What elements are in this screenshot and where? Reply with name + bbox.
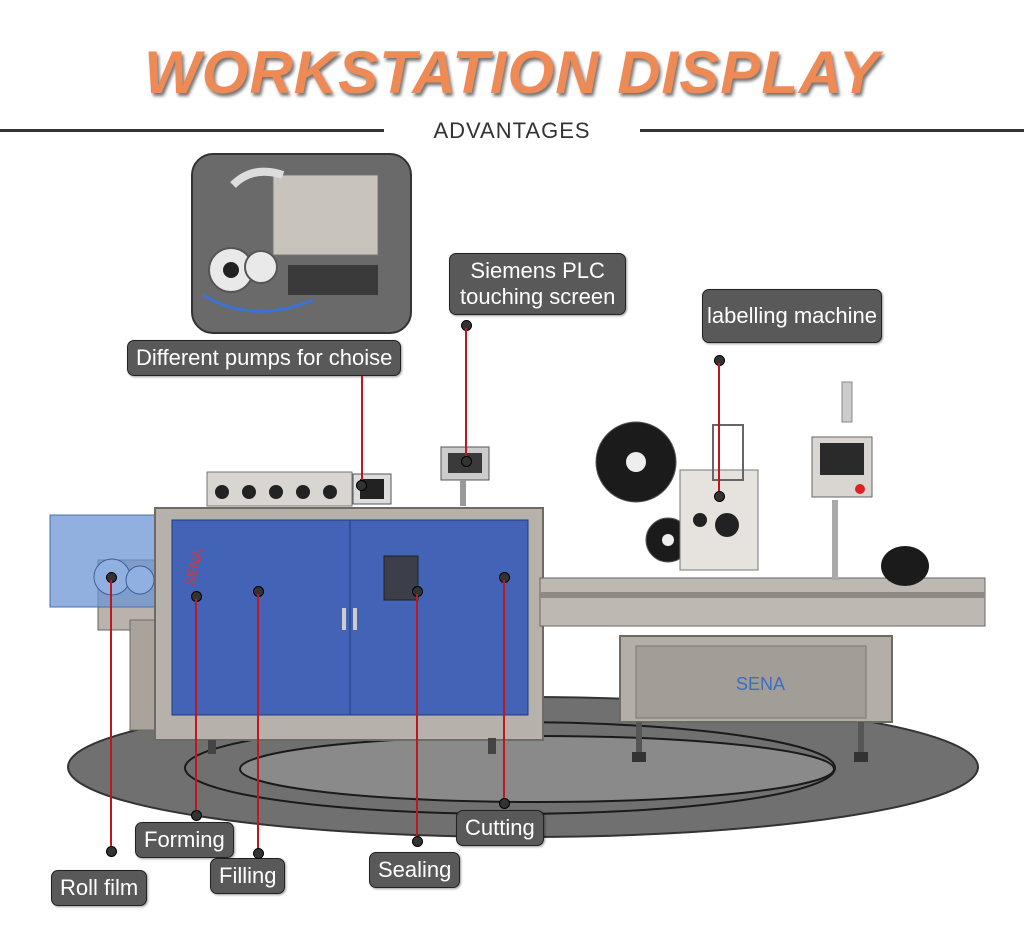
label-cutting: Cutting xyxy=(456,810,544,846)
leader-forming xyxy=(195,599,197,810)
dot-forming-end xyxy=(191,810,202,821)
label-forming: Forming xyxy=(135,822,234,858)
label-pumps: Different pumps for choise xyxy=(127,340,402,376)
label-plc: Siemens PLC touching screen xyxy=(449,253,627,315)
dot-pumps xyxy=(356,480,367,491)
dot-sealing-end xyxy=(412,836,423,847)
base-ring-inner xyxy=(239,735,835,803)
blue-door-left xyxy=(171,519,351,716)
pump-inset-drawing xyxy=(202,167,379,313)
leader-roll-film xyxy=(110,580,112,850)
dot-labelling-end xyxy=(714,491,725,502)
leader-cutting xyxy=(503,580,505,800)
label-sealing: Sealing xyxy=(369,852,461,888)
labeller-brand-mark: SENA xyxy=(736,674,785,694)
page-subtitle: ADVANTAGES xyxy=(433,118,591,143)
leader-labelling xyxy=(718,363,720,493)
leader-pumps xyxy=(361,376,363,482)
right-divider xyxy=(640,129,1024,132)
dot-filling-end xyxy=(253,848,264,859)
leader-plc xyxy=(465,328,467,458)
label-filling: Filling xyxy=(210,858,286,894)
page-title: WORKSTATION DISPLAY xyxy=(144,39,880,106)
label-labelling-machine: labelling machine xyxy=(702,289,882,343)
dot-plc-end xyxy=(461,456,472,467)
leader-filling xyxy=(257,594,259,850)
label-plc-line2: touching screen xyxy=(460,284,616,309)
label-plc-line1: Siemens PLC xyxy=(470,258,605,283)
label-roll-film: Roll film xyxy=(51,870,148,906)
dot-cutting-end xyxy=(499,798,510,809)
dot-roll-film-end xyxy=(106,846,117,857)
pump-inset-photo xyxy=(191,153,412,334)
left-divider xyxy=(0,129,384,132)
blue-door-right xyxy=(349,519,529,716)
leader-sealing xyxy=(416,594,418,842)
conveyor xyxy=(539,577,986,627)
